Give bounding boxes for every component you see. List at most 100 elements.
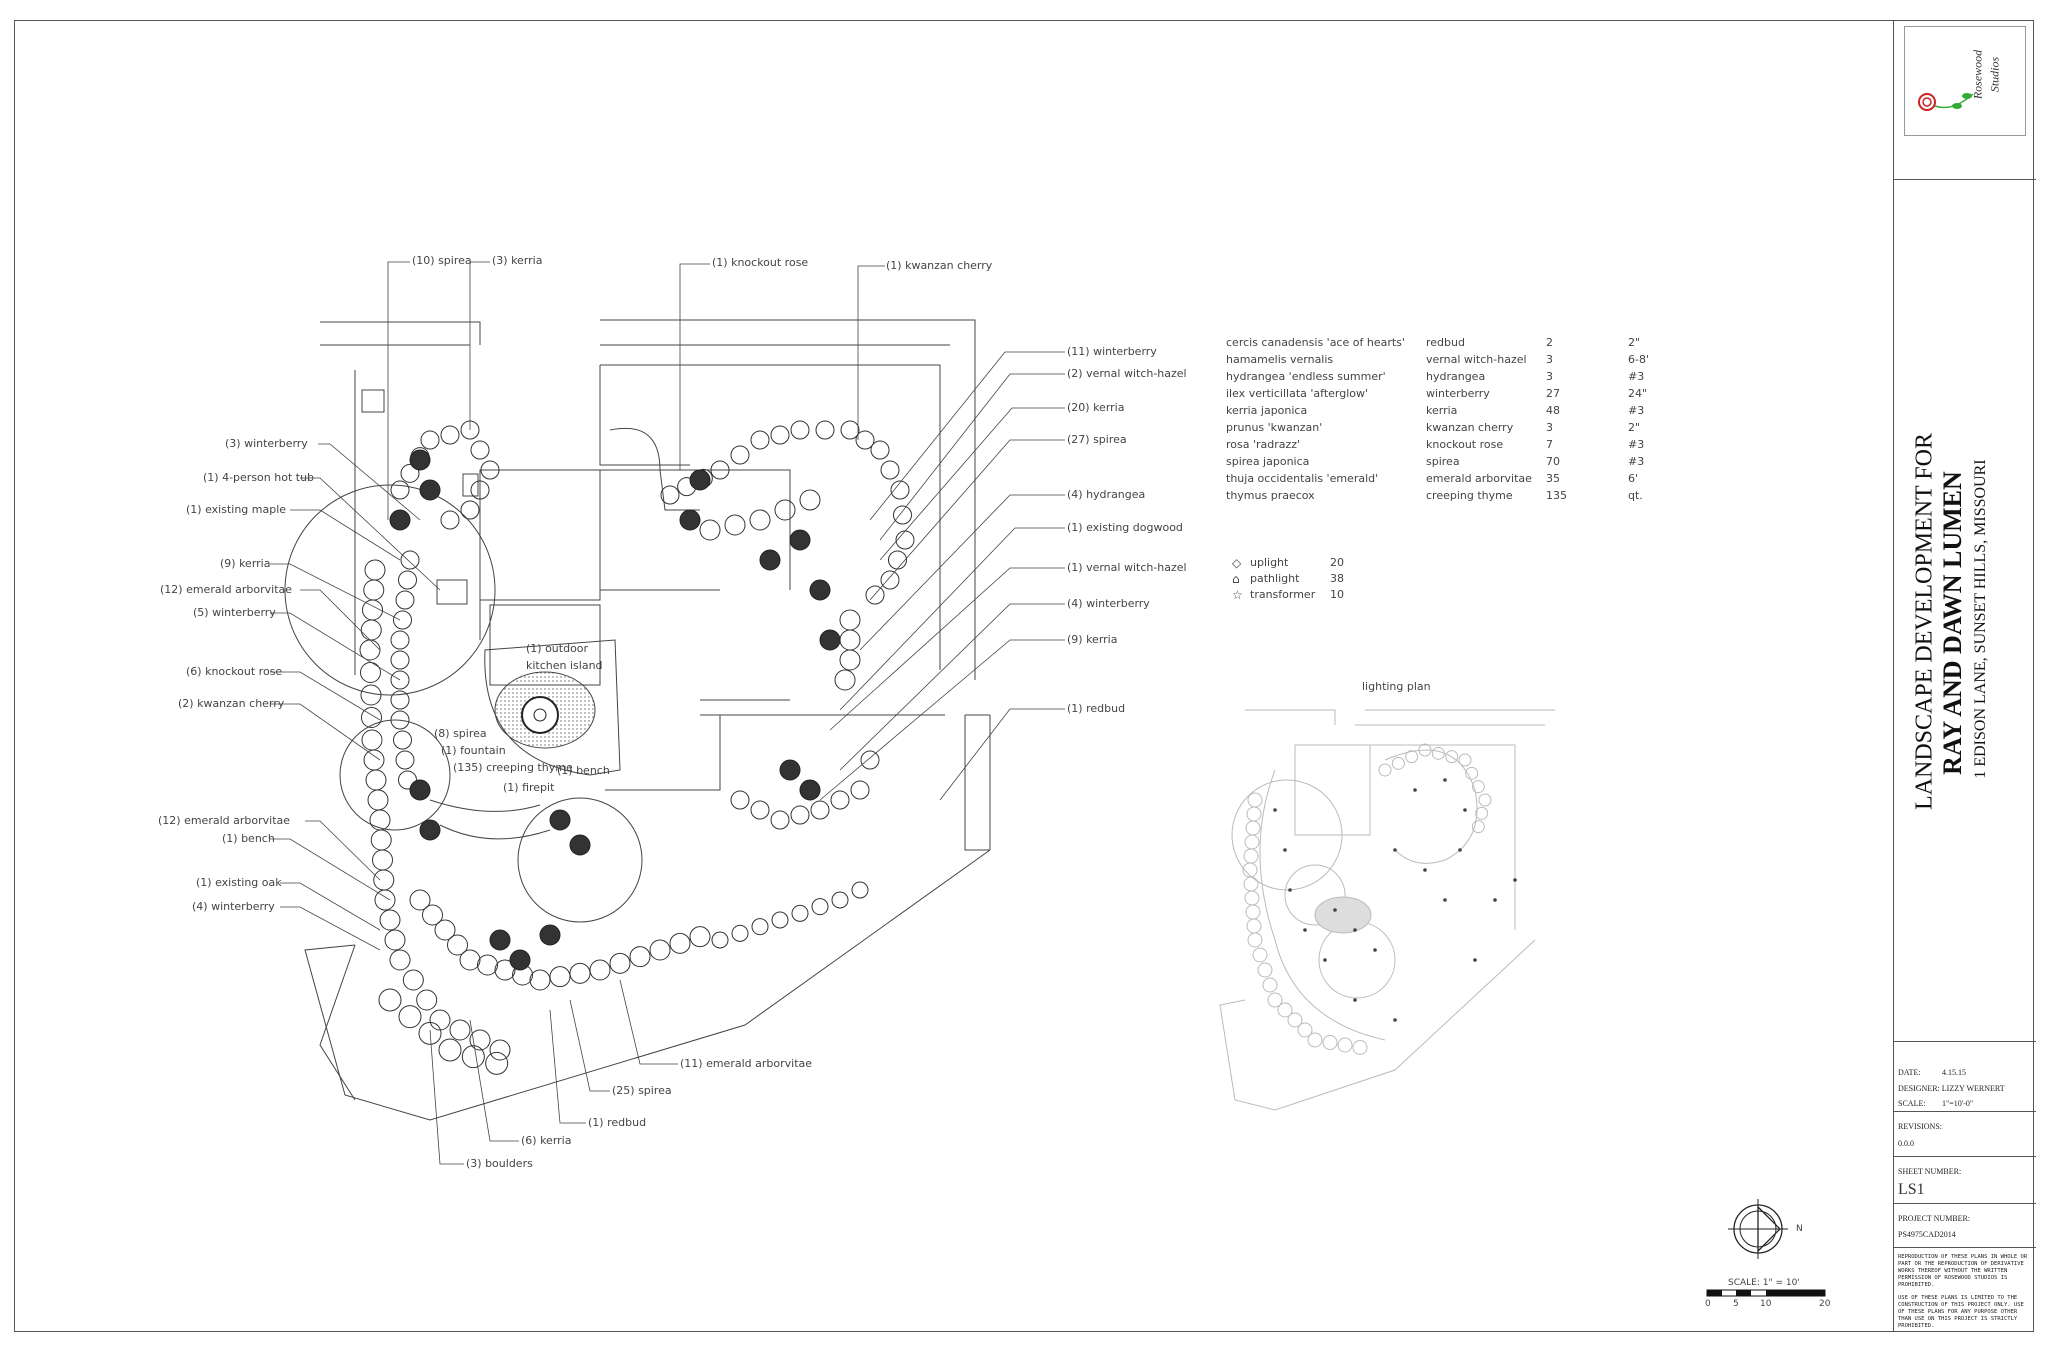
project-number-value: PS4975CAD2014 (1898, 1230, 1956, 1239)
plant-qty: 3 (1546, 370, 1553, 383)
label-spirea-10: (10) spirea (412, 254, 472, 267)
winterberry-shrub (440, 510, 460, 530)
plant-common: spirea (1426, 455, 1460, 468)
plant-size: qt. (1628, 489, 1643, 502)
dense-shrub (779, 759, 801, 781)
shrub-ring (710, 460, 730, 480)
shrub-ring (860, 750, 880, 770)
plant-common: winterberry (1426, 387, 1490, 400)
arborvitae-shrub (629, 946, 651, 968)
lighting-plan-shrub (1445, 750, 1459, 764)
winterberry-shrub (393, 730, 412, 750)
dense-shrub (819, 629, 841, 651)
shrub-ring (790, 805, 810, 825)
arborvitae-shrub (416, 989, 438, 1011)
diamond-icon: ◇ (1232, 556, 1242, 570)
lighting-qty: 38 (1330, 572, 1344, 585)
arborvitae-shrub (372, 849, 393, 871)
scale-tick-10: 10 (1760, 1299, 1772, 1309)
winterberry-shrub (390, 650, 410, 670)
lighting-plan-shrub (1391, 756, 1405, 770)
shrub-ring (751, 918, 769, 936)
lighting-qty: 20 (1330, 556, 1344, 569)
shrub-ring (711, 931, 729, 949)
plant-common: redbud (1426, 336, 1465, 349)
winterberry-shrub (390, 690, 410, 710)
dense-shrub (419, 479, 441, 501)
plant-common: kerria (1426, 404, 1458, 417)
label-existing-oak: (1) existing oak (196, 876, 282, 889)
scale-tick-20: 20 (1819, 1299, 1831, 1309)
plant-size: #3 (1628, 455, 1645, 468)
lighting-plan-shrub (1257, 962, 1273, 978)
plant-common: creeping thyme (1426, 489, 1513, 502)
light-fixture-dot (1493, 898, 1497, 902)
dense-shrub (489, 929, 511, 951)
winterberry-shrub (395, 590, 415, 610)
dense-shrub (409, 449, 431, 471)
winterberry-shrub (398, 770, 417, 790)
star-icon: ☆ (1232, 588, 1243, 602)
plant-size: 2" (1628, 421, 1641, 434)
plant-botanical: rosa 'radrazz' (1226, 438, 1301, 451)
arborvitae-shrub (369, 809, 391, 831)
dense-shrub (549, 809, 571, 831)
sheet-number-cell: SHEET NUMBER: LS1 (1894, 1157, 2036, 1204)
lighting-plan-shrub (1378, 763, 1392, 777)
plant-botanical: kerria japonica (1226, 404, 1308, 417)
arborvitae-shrub (438, 1038, 462, 1062)
label-winterberry-11: (11) winterberry (1067, 345, 1157, 358)
light-fixture-dot (1423, 868, 1427, 872)
label-hydrangea-4: (4) hydrangea (1067, 488, 1146, 501)
shrub-ring (815, 420, 835, 440)
arborvitae-shrub (494, 959, 516, 981)
leader-line (839, 603, 1065, 771)
arborvitae-shrub (361, 729, 383, 751)
shrub-ring (790, 420, 810, 440)
shrub-ring (865, 585, 885, 605)
lighting-plan-shrub (1246, 918, 1262, 934)
label-kerria-3: (3) kerria (492, 254, 543, 267)
leader-line (270, 703, 381, 761)
leader-line (819, 639, 1065, 801)
label-kwanzan-cherry-1: (1) kwanzan cherry (886, 259, 993, 272)
dense-shrub (509, 949, 531, 971)
winterberry-shrub (440, 425, 460, 445)
arborvitae-shrub (409, 889, 431, 911)
arborvitae-shrub (689, 926, 711, 948)
plant-common: kwanzan cherry (1426, 421, 1514, 434)
label-bench-left: (1) bench (222, 832, 275, 845)
arborvitae-shrub (649, 939, 671, 961)
leader-line (569, 999, 610, 1092)
arborvitae-shrub (459, 949, 481, 971)
lighting-plan-shrub (1247, 932, 1263, 948)
leader-line (300, 589, 381, 651)
arborvitae-shrub (489, 1039, 511, 1061)
plant-common: emerald arborvitae (1426, 472, 1532, 485)
winterberry-shrub (420, 430, 440, 450)
project-number-cell: PROJECT NUMBER: PS4975CAD2014 (1894, 1204, 2036, 1248)
shrub-ring (870, 440, 890, 460)
plant-qty: 70 (1546, 455, 1560, 468)
light-fixture-dot (1393, 848, 1397, 852)
dense-shrub (419, 819, 441, 841)
designer-label: DESIGNER: (1898, 1084, 1940, 1093)
plant-schedule-row: spirea japonica spirea 70 #3 (1226, 453, 1668, 470)
arborvitae-shrub (373, 869, 395, 891)
shrub-ring (880, 460, 900, 480)
leader-line (429, 1029, 464, 1165)
lighting-plan-shrub (1244, 890, 1260, 906)
lighting-name: transformer (1250, 588, 1316, 601)
plant-qty: 2 (1546, 336, 1553, 349)
plant-botanical: spirea japonica (1226, 455, 1310, 468)
label-existing-dogwood: (1) existing dogwood (1067, 521, 1183, 534)
lighting-plan-shrub (1243, 848, 1259, 864)
plant-common: vernal witch-hazel (1426, 353, 1527, 366)
light-fixture-dot (1333, 908, 1337, 912)
arborvitae-shrub (549, 966, 571, 988)
scale-bar-graphic (1706, 1289, 1826, 1297)
arborvitae-shrub (363, 749, 385, 771)
